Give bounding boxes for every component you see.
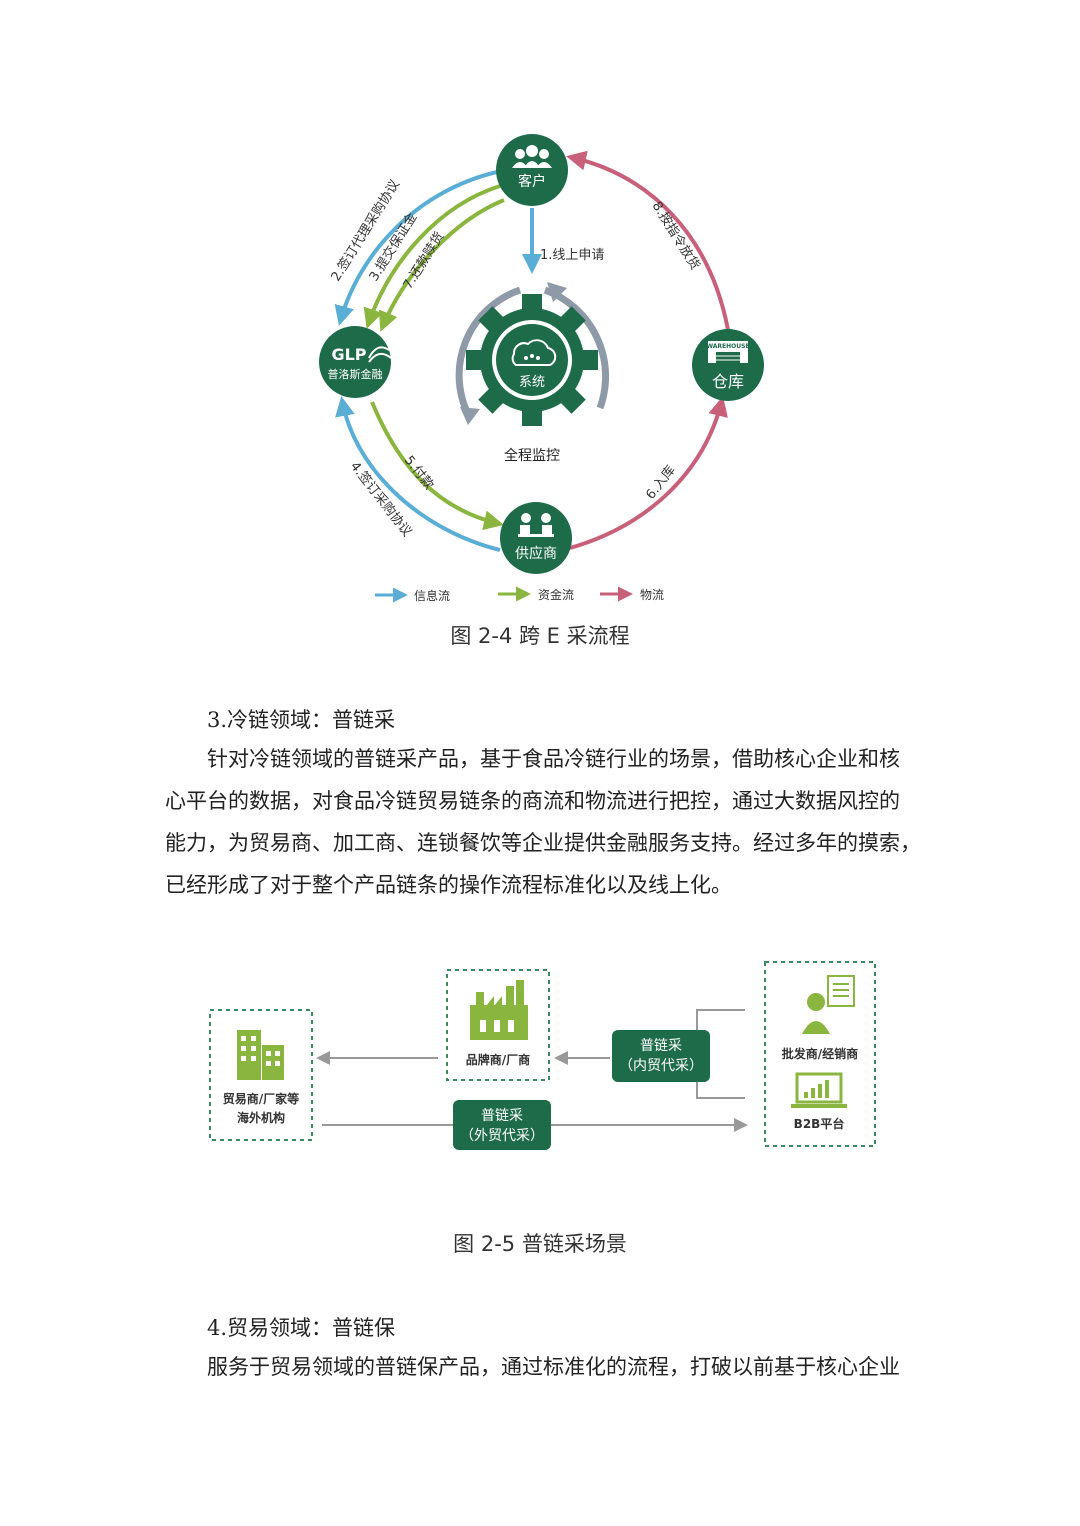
- legend-info: 信息流: [414, 588, 450, 603]
- foreign-procurement-badge: [453, 1100, 551, 1150]
- domestic-badge-line1: 普链采: [640, 1038, 682, 1054]
- people-icon: [512, 145, 552, 168]
- foreign-badge-line1: 普链采: [481, 1108, 523, 1124]
- flow-label-1: 1.线上申请: [540, 248, 604, 263]
- brand-box: [446, 969, 550, 1081]
- domestic-procurement-badge: [612, 1030, 710, 1082]
- domestic-badge-line2: （内贸代采）: [619, 1058, 703, 1074]
- cross-e-procurement-diagram: 系统 客户 GLP 普洛斯金融 WAREHOUSE 仓库: [319, 134, 764, 603]
- meeting-icon: [518, 513, 554, 537]
- flow-line-7: [378, 198, 505, 332]
- monitor-arc-left: [455, 286, 522, 420]
- flow-line-4: [335, 396, 501, 552]
- customer-node: 客户: [496, 134, 568, 206]
- distributor-box: [764, 961, 876, 1147]
- monitor-arc-right: [543, 286, 610, 410]
- warehouse-node: WAREHOUSE 仓库: [692, 329, 764, 401]
- customer-label: 客户: [518, 173, 546, 190]
- warehouse-label: 仓库: [712, 372, 744, 391]
- factory-icon: [470, 980, 528, 1040]
- brand-label: 品牌商/厂商: [466, 1052, 530, 1067]
- figure-2-4-caption: 图 2-4 跨 E 采流程: [450, 624, 630, 648]
- paragraph-line: 服务于贸易领域的普链保产品，通过标准化的流程，打破以前基于核心企业: [207, 1355, 900, 1379]
- flow-line-3: [363, 184, 501, 329]
- overseas-label-2: 海外机构: [237, 1110, 285, 1125]
- warehouse-icon: WAREHOUSE: [706, 341, 750, 363]
- glp-logo: GLP: [331, 345, 366, 364]
- pulian-procurement-scene-diagram: 贸易商/厂家等 海外机构 品牌商/厂商 批发商/经销商 B2B平台: [209, 961, 876, 1150]
- paragraph-line: 能力，为贸易商、加工商、连锁餐饮等企业提供金融服务支持。经过多年的摸索，: [165, 831, 921, 855]
- flow-line-6: [569, 396, 728, 550]
- flow-label-4: 4.签订采购协议: [347, 459, 415, 540]
- glp-name: 普洛斯金融: [328, 367, 383, 381]
- building-icon: [237, 1030, 284, 1080]
- section-4-paragraph: 服务于贸易领域的普链保产品，通过标准化的流程，打破以前基于核心企业: [165, 1346, 917, 1388]
- wholesaler-icon: [802, 975, 855, 1034]
- flow-label-5: 5.付款: [401, 453, 436, 492]
- section-3-paragraph: 针对冷链领域的普链采产品，基于食品冷链行业的场景，借助核心企业和核 心平台的数据…: [165, 738, 921, 906]
- supplier-label: 供应商: [515, 545, 557, 562]
- flow-line-8: [566, 150, 730, 331]
- system-gear-icon: 系统: [466, 294, 598, 426]
- overseas-box: [209, 1009, 313, 1141]
- supplier-node: 供应商: [500, 502, 572, 574]
- paragraph-line: 针对冷链领域的普链采产品，基于食品冷链行业的场景，借助核心企业和核: [207, 747, 900, 771]
- full-monitoring-label: 全程监控: [504, 447, 560, 464]
- legend: 信息流 资金流 物流: [375, 586, 664, 603]
- figure-2-5-caption: 图 2-5 普链采场景: [453, 1232, 627, 1256]
- paragraph-line: 心平台的数据，对食品冷链贸易链条的商流和物流进行把控，通过大数据风控的: [165, 789, 900, 813]
- paragraph-line: 已经形成了对于整个产品链条的操作流程标准化以及线上化。: [165, 873, 732, 897]
- section-3-heading: 3.冷链领域：普链采: [207, 708, 396, 732]
- warehouse-sign: WAREHOUSE: [706, 343, 749, 350]
- legend-capital: 资金流: [538, 587, 574, 602]
- flow-line-5: [370, 401, 504, 531]
- foreign-badge-line2: （外贸代采）: [460, 1128, 544, 1144]
- flow-label-6: 6.入库: [643, 462, 679, 502]
- wholesaler-label: 批发商/经销商: [782, 1046, 858, 1061]
- laptop-chart-icon: [791, 1072, 847, 1108]
- flow-line-2: [334, 170, 498, 326]
- legend-logistics: 物流: [640, 588, 664, 602]
- glp-finance-node: GLP 普洛斯金融: [319, 326, 392, 398]
- section-4-heading: 4.贸易领域：普链保: [207, 1316, 396, 1340]
- flow-label-8: 8.按指令放货: [649, 199, 704, 273]
- b2b-label: B2B平台: [794, 1116, 845, 1131]
- overseas-label-1: 贸易商/厂家等: [223, 1091, 299, 1106]
- system-label: 系统: [519, 375, 545, 390]
